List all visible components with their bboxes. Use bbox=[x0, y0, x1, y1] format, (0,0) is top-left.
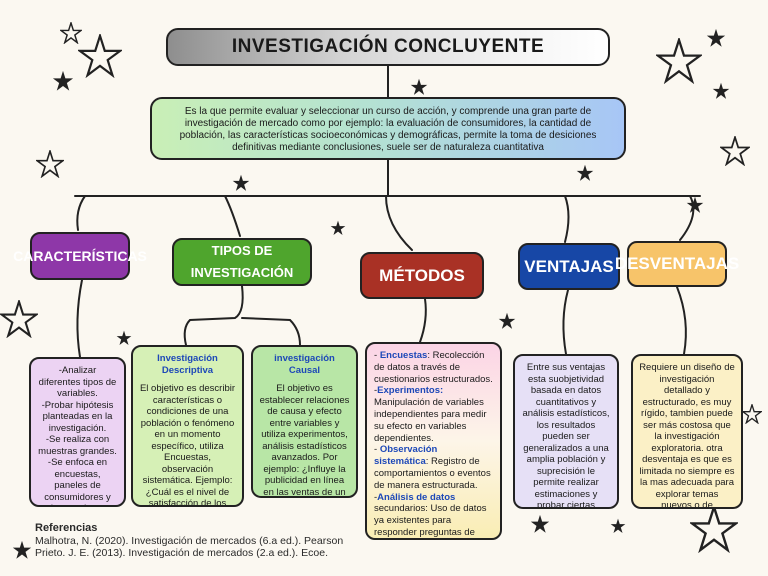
metodo-prefix: - bbox=[374, 444, 380, 456]
title-box: INVESTIGACIÓN CONCLUYENTE bbox=[166, 28, 610, 66]
causal-title: investigación Causal bbox=[274, 353, 335, 376]
card-metodos: - Encuestas: Recolección de datos a trav… bbox=[365, 342, 502, 540]
heading-tipos: TIPOS DE INVESTIGACIÓN bbox=[172, 238, 312, 286]
heading-desventajas-label: DESVENTAJAS bbox=[614, 254, 740, 273]
heading-tipos-label: TIPOS DE INVESTIGACIÓN bbox=[190, 243, 294, 280]
star-icon bbox=[530, 514, 550, 533]
references-heading: Referencias bbox=[35, 522, 98, 534]
reference-item: Prieto. J. E. (2013). Investigación de m… bbox=[35, 547, 328, 559]
caracteristica-item: -Se realiza con muestras grandes. bbox=[38, 434, 117, 457]
metodo-prefix: - bbox=[374, 491, 378, 503]
metodo-term: Experimentos: bbox=[377, 385, 444, 397]
metodo-item: -Experimentos: Manipulación de variables… bbox=[374, 385, 493, 444]
star-icon bbox=[656, 38, 702, 84]
caracteristica-item: -Se enfoca en encuestas, paneles de cons… bbox=[44, 457, 111, 505]
star-icon bbox=[78, 34, 122, 78]
star-icon bbox=[330, 220, 346, 235]
references: Referencias Malhotra, N. (2020). Investi… bbox=[35, 522, 415, 560]
metodo-item: - Encuestas: Recolección de datos a trav… bbox=[374, 350, 493, 385]
metodo-text: : Registro de comportamientos o eventos … bbox=[374, 456, 491, 491]
metodo-item: - Observación sistemática: Registro de c… bbox=[374, 444, 493, 491]
heading-ventajas: VENTAJAS bbox=[518, 243, 620, 290]
metodo-term: Observación sistemática bbox=[374, 444, 438, 468]
heading-metodos: MÉTODOS bbox=[360, 252, 484, 299]
star-icon bbox=[610, 518, 626, 533]
star-icon bbox=[576, 164, 594, 181]
star-icon bbox=[232, 174, 250, 191]
causal-text: El objetivo es establecer relaciones de … bbox=[259, 383, 350, 498]
heading-caracteristicas: CARACTERÍSTICAS bbox=[13, 232, 147, 280]
star-icon bbox=[60, 22, 82, 44]
descriptiva-title: Investigación Descriptiva bbox=[157, 353, 218, 376]
star-icon bbox=[686, 196, 704, 213]
descriptiva-text: El objetivo es describir características… bbox=[139, 383, 236, 507]
star-icon bbox=[0, 300, 38, 338]
caracteristica-item: -Analizar diferentes tipos de variables. bbox=[38, 365, 117, 399]
star-icon bbox=[712, 82, 730, 99]
star-icon bbox=[690, 505, 738, 553]
metodo-term: Análisis de datos bbox=[377, 491, 456, 503]
star-icon bbox=[52, 70, 74, 91]
metodo-text: : Recolección de datos a través de cuest… bbox=[374, 350, 493, 385]
star-icon bbox=[498, 312, 516, 329]
heading-caracteristicas-label: CARACTERÍSTICAS bbox=[13, 248, 147, 264]
metodo-prefix: - bbox=[374, 385, 378, 397]
heading-ventajas-label: VENTAJAS bbox=[524, 256, 614, 276]
metodo-text: Manipulación de variables independientes… bbox=[374, 397, 487, 444]
metodo-term: Encuestas bbox=[379, 350, 428, 361]
caracteristica-item: -Probar hipótesis planteadas en la inves… bbox=[41, 399, 114, 434]
metodo-prefix: - bbox=[374, 350, 380, 361]
ventajas-text: Entre sus ventajas esta suobjetividad ba… bbox=[522, 362, 610, 509]
heading-metodos-label: MÉTODOS bbox=[379, 265, 465, 285]
heading-desventajas: DESVENTAJAS bbox=[615, 241, 739, 287]
metodo-item: -Análisis de datos secundarios: Uso de d… bbox=[374, 491, 493, 538]
star-icon bbox=[116, 330, 132, 345]
card-caracteristicas: -Analizar diferentes tipos de variables.… bbox=[29, 357, 126, 507]
card-investigacion-descriptiva: Investigación Descriptiva El objetivo es… bbox=[131, 345, 244, 507]
card-ventajas: Entre sus ventajas esta suobjetividad ba… bbox=[513, 354, 619, 509]
metodo-text: secundarios: Uso de datos ya existentes … bbox=[374, 503, 487, 538]
star-icon bbox=[410, 78, 428, 95]
card-desventajas: Requiere un diseño de investigación deta… bbox=[631, 354, 743, 509]
star-icon bbox=[706, 28, 726, 47]
intro-text: Es la que permite evaluar y seleccionar … bbox=[179, 106, 597, 153]
star-icon bbox=[12, 540, 32, 559]
intro-box: Es la que permite evaluar y seleccionar … bbox=[150, 97, 626, 160]
star-icon bbox=[720, 136, 750, 166]
reference-item: Malhotra, N. (2020). Investigación de me… bbox=[35, 534, 344, 547]
card-investigacion-causal: investigación Causal El objetivo es esta… bbox=[251, 345, 358, 498]
desventajas-text: Requiere un diseño de investigación deta… bbox=[639, 362, 735, 509]
page-title: INVESTIGACIÓN CONCLUYENTE bbox=[231, 36, 545, 57]
star-icon bbox=[742, 404, 762, 424]
star-icon bbox=[36, 150, 64, 178]
